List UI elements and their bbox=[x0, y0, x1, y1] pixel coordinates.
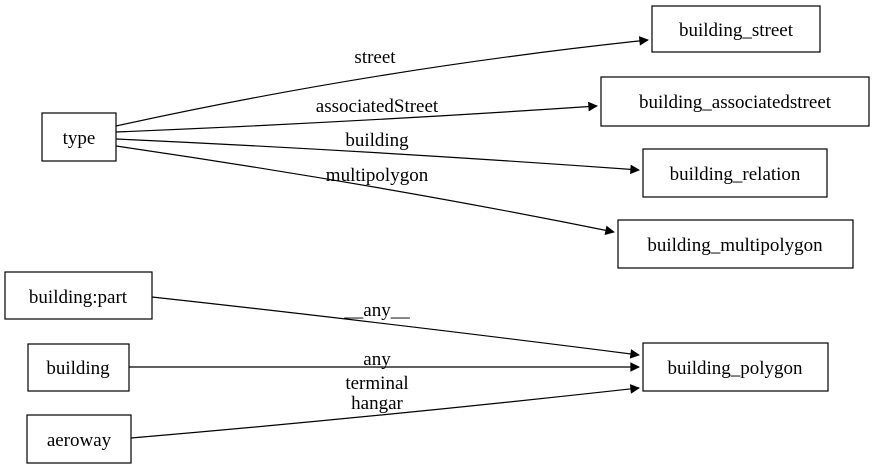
node-building-associatedstreet: building_associatedstreet bbox=[600, 76, 870, 127]
edge-type-building_associatedstreet: associatedStreet bbox=[115, 96, 598, 133]
node-building-polygon: building_polygon bbox=[642, 342, 829, 392]
edge-type-building_street: street bbox=[115, 36, 649, 127]
edge-building-building_polygon: __any__ bbox=[129, 349, 640, 372]
node-building-street: building_street bbox=[651, 5, 821, 53]
node-building-label: building bbox=[46, 358, 110, 379]
edge-label-street: street bbox=[354, 47, 396, 68]
node-aeroway: aeroway bbox=[26, 414, 132, 464]
node-building-polygon-label: building_polygon bbox=[667, 358, 803, 379]
node-building-part: building:part bbox=[4, 271, 153, 320]
edge-buildingpart-building_polygon: __any__ bbox=[151, 296, 640, 359]
node-type: type bbox=[41, 112, 117, 162]
edge-label-building: building bbox=[345, 130, 409, 151]
edge-label-any-part: __any__ bbox=[343, 300, 410, 321]
edge-label-terminal: terminal bbox=[345, 373, 408, 394]
node-building-relation: building_relation bbox=[642, 148, 828, 198]
edge-label-multipolygon: multipolygon bbox=[326, 165, 429, 186]
edge-aeroway-building_polygon: terminal hangar bbox=[130, 373, 640, 439]
node-building: building bbox=[27, 343, 130, 392]
node-building-multipolygon-label: building_multipolygon bbox=[647, 235, 823, 256]
edge-label-hangar: hangar bbox=[351, 393, 403, 414]
edge-label-associatedstreet: associatedStreet bbox=[316, 96, 439, 117]
node-building-associatedstreet-label: building_associatedstreet bbox=[639, 92, 832, 113]
node-aeroway-label: aeroway bbox=[47, 430, 112, 451]
node-building-relation-label: building_relation bbox=[670, 164, 801, 185]
node-type-label: type bbox=[63, 128, 96, 149]
edge-label-any-building: __any__ bbox=[343, 349, 410, 370]
node-building-part-label: building:part bbox=[29, 287, 128, 308]
edge-type-building_relation: building bbox=[115, 130, 640, 175]
edge-type-building_multipolygon: multipolygon bbox=[115, 145, 615, 235]
node-building-street-label: building_street bbox=[679, 20, 794, 41]
node-building-multipolygon: building_multipolygon bbox=[617, 219, 854, 269]
